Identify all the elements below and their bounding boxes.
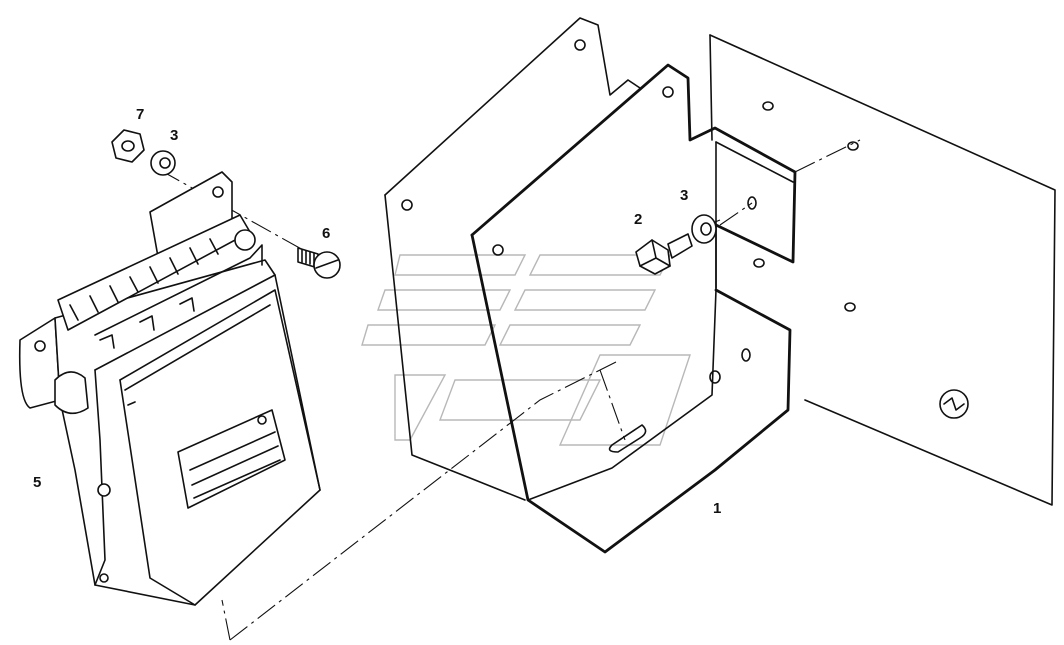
nut-icon xyxy=(111,129,145,163)
watermark-logo xyxy=(361,254,691,446)
rear-plate xyxy=(384,17,641,501)
slot-hole xyxy=(608,424,647,453)
callout-3-right: 3 xyxy=(680,187,688,204)
callout-2: 2 xyxy=(634,211,642,228)
callout-7: 7 xyxy=(136,106,144,123)
control-unit xyxy=(18,171,321,606)
washer-3-right xyxy=(691,214,717,244)
screw-head-icon xyxy=(313,251,341,279)
alignment-lines xyxy=(159,139,861,641)
screw-6 xyxy=(297,247,341,279)
mounting-bracket xyxy=(470,63,797,554)
nut-7 xyxy=(111,129,145,163)
callout-5: 5 xyxy=(33,474,41,491)
callout-3-left: 3 xyxy=(170,127,178,144)
callout-1: 1 xyxy=(713,500,721,517)
bolt-2 xyxy=(635,233,693,275)
callout-6: 6 xyxy=(322,225,330,242)
callout-labels: 1 2 3 3 5 6 7 xyxy=(33,106,721,517)
wall-panel xyxy=(709,34,1056,506)
washer-3-left xyxy=(150,150,176,176)
